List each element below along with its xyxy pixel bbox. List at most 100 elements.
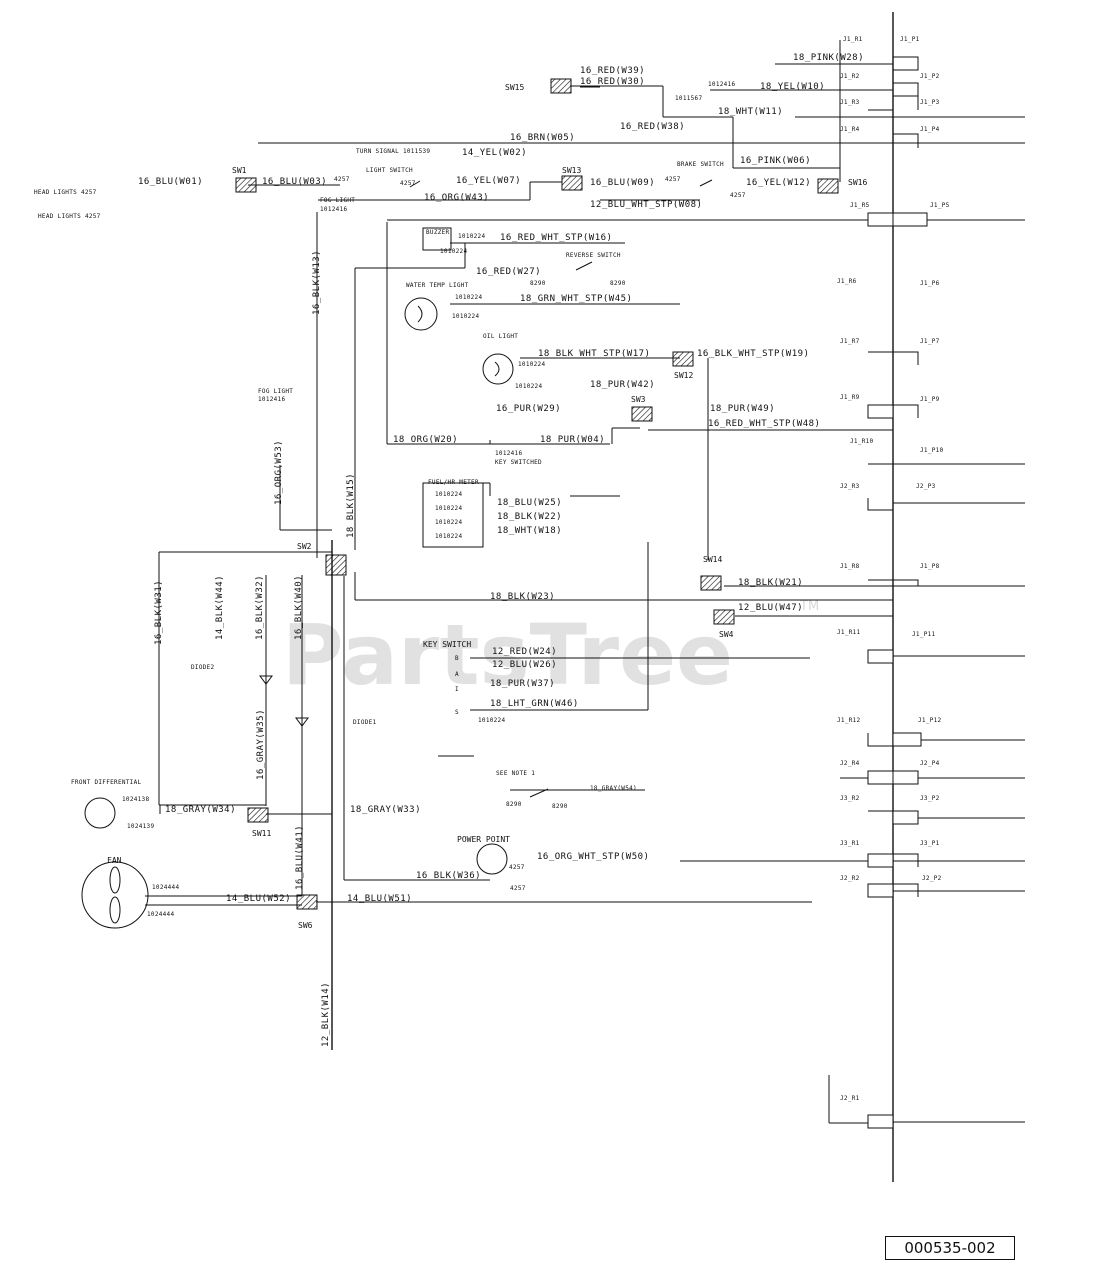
connector-label: J2_P4 [920,760,940,767]
part-number: 4257 [334,176,350,183]
connector-label: J3_R2 [840,795,860,802]
part-number: 8290 [552,803,568,810]
wire-label: 18_GRN_WHT_STP(W45) [520,294,632,304]
wire-label: 18_BLK(W23) [490,592,555,602]
connector-label: J1_R2 [840,73,860,80]
connector-label: J1_R5 [850,202,870,209]
terminal-label: B [455,655,459,662]
wire-label: 16_BRN(W05) [510,133,575,143]
component-label: BUZZER [426,229,450,236]
component-labels: TURN SIGNAL 1011539 LIGHT SWITCH BRAKE S… [34,148,724,865]
wire-label: 18_WHT(W18) [497,526,562,536]
connector-label: J1_P3 [920,99,940,106]
connector-label: J1_P9 [920,396,940,403]
wire-label: 18_BLU(W25) [497,498,562,508]
connector-labels: J1_R1 J1_P1 J1_R2 J1_P2 J1_R3 J1_P3 J1_R… [837,36,949,1102]
component-label: FAN [107,856,122,865]
connector-label: J2_R1 [840,1095,860,1102]
wire-label: 16_RED_WHT_STP(W16) [500,233,612,243]
component-label: FOG LIGHT [320,197,355,204]
wire-label: 16_BLK_WHT_STP(W19) [697,349,809,359]
component-label: DIODE2 [191,664,215,671]
connector-label: J1_R8 [840,563,860,570]
switch-label: SW11 [252,829,271,838]
wire-label: 16_BLK(W31) [154,580,164,645]
part-number: 1012416 [258,396,285,403]
switch-label: SW14 [703,555,722,564]
switch-label: SW12 [674,371,693,380]
wire-label: 14_BLK(W44) [215,575,225,640]
wire-label: 18_GRAY(W33) [350,805,421,815]
wire-label: 18_GRAY(W54) [590,785,637,792]
wire-label: 16_ORG(W43) [424,193,489,203]
wire-label: 16_BLU(W09) [590,178,655,188]
part-number: 1010224 [435,533,462,540]
wire-label: 18_PUR(W37) [490,679,555,689]
part-number: 1012416 [320,206,347,213]
wire-label: 16_BLU(W41) [295,825,305,890]
wire-label: 12_BLU(W26) [492,660,557,670]
part-number: 4257 [509,864,525,871]
wire-lines [145,63,1025,1124]
wire-label: 18_WHT(W11) [718,107,783,117]
part-number: 1024444 [147,911,174,918]
part-number: 1010224 [455,294,482,301]
wire-label: 18_BLK(W15) [346,473,356,538]
part-number: 1010224 [435,505,462,512]
terminal-label: A [455,671,459,678]
component-label: POWER POINT [457,835,510,844]
part-number: 1010224 [458,233,485,240]
part-number: 1024138 [122,796,149,803]
connector-label: J1_R4 [840,126,860,133]
part-number: 8290 [610,280,626,287]
part-number: 1010224 [440,248,467,255]
connector-brackets [867,56,928,1129]
component-label: LIGHT SWITCH [366,167,413,174]
wire-label: 18_PUR(W42) [590,380,655,390]
wire-label: 18_GRAY(W34) [165,805,236,815]
wire-label: 16_BLK(W40) [294,575,304,640]
wire-label: 16_RED(W39) [580,66,645,76]
wire-labels: 18_PINK(W28) 16_RED(W39) 16_RED(W30) 18_… [138,53,864,904]
watermark-text: PartsTree [282,606,733,704]
main-bus-lines [158,12,894,1182]
wire-label: 18_BLK(W21) [738,578,803,588]
component-label: REVERSE SWITCH [566,252,621,259]
part-number: 4257 [665,176,681,183]
component-label: KEY SWITCHED [495,459,542,466]
key-switch-terminals: B A I S [455,655,459,716]
part-number: 1012416 [708,81,735,88]
component-label: HEAD LIGHTS 4257 [38,213,101,220]
wire-label: 18_BLK_WHT_STP(W17) [538,349,650,359]
connector-label: J3_P2 [920,795,940,802]
connector-label: J1_R6 [837,278,857,285]
wire-label: 14_BLU(W51) [347,894,412,904]
component-label: DIODE1 [353,719,377,726]
connector-label: J1_P4 [920,126,940,133]
connector-label: J1_R9 [840,394,860,401]
part-number: 1010224 [478,717,505,724]
wire-label: 16_BLK(W13) [312,250,322,315]
wire-label: 16_RED(W27) [476,267,541,277]
part-number: 1010224 [518,361,545,368]
wire-label: 12_BLK(W14) [321,982,331,1047]
wire-label: 12_BLU_WHT_STP(W08) [590,200,702,210]
connector-label: J2_R3 [840,483,860,490]
drawing-number: 000535-002 [885,1236,1015,1260]
part-number: 8290 [530,280,546,287]
part-number: 1012416 [495,450,522,457]
wire-label: 16_RED(W30) [580,77,645,87]
wire-label: 16_YEL(W12) [746,178,811,188]
switch-label: SW3 [631,395,646,404]
switch-label: SW2 [297,542,312,551]
wire-label: 18_YEL(W10) [760,82,825,92]
part-number: 4257 [510,885,526,892]
wire-label: 12_BLU(W47) [738,603,803,613]
wire-label: 18_PUR(W04) [540,435,605,445]
switch-label: SW16 [848,178,867,187]
switch-label: SW6 [298,921,313,930]
switch-symbols [235,78,839,910]
wire-label: 14_YEL(W02) [462,148,527,158]
part-number: 4257 [400,180,416,187]
connector-label: J1_P7 [920,338,940,345]
